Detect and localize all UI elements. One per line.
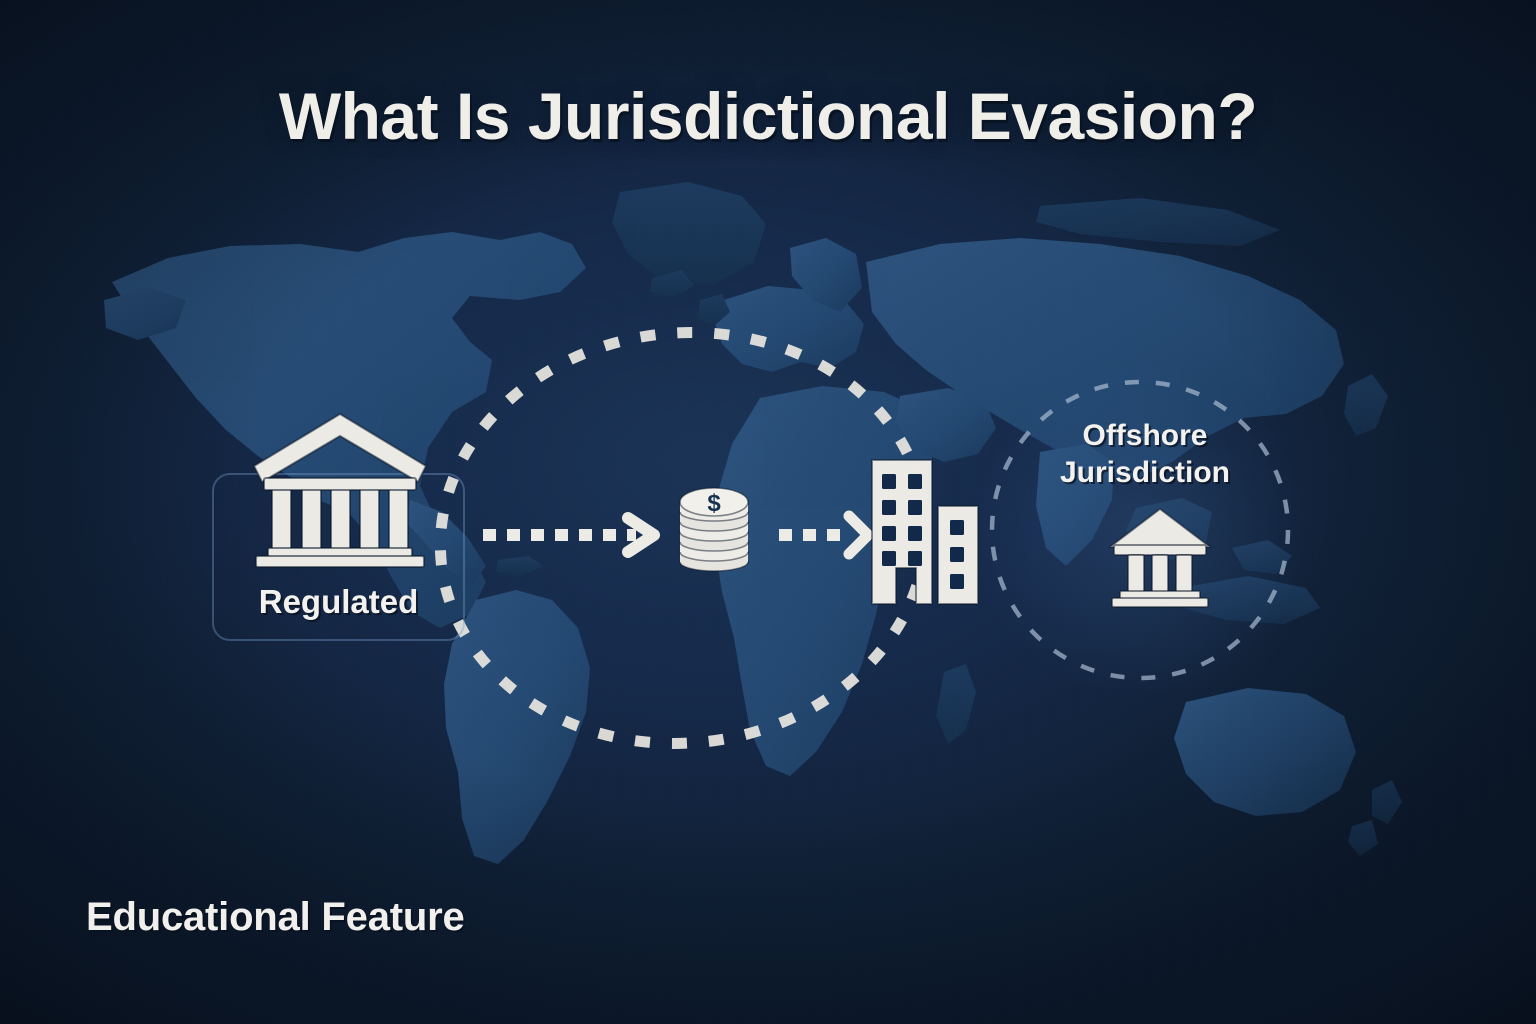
- coin-dollar-symbol: $: [707, 490, 721, 517]
- offshore-label-line-1: Offshore: [1082, 419, 1208, 452]
- regulated-node-frame: [212, 473, 465, 641]
- bank-classical-small-icon: [1106, 505, 1214, 609]
- coin-stack-icon: $: [672, 478, 756, 572]
- offshore-label-line-2: Jurisdiction: [1059, 455, 1231, 489]
- regulated-label: Regulated: [258, 583, 419, 620]
- bank-classical-icon: [250, 408, 430, 568]
- footer-caption: Educational Feature: [86, 895, 465, 939]
- offshore-label: Offshore Jurisdiction: [1010, 418, 1280, 491]
- page-title: What Is Jurisdictional Evasion?: [278, 79, 1258, 153]
- office-buildings-icon: [866, 448, 986, 610]
